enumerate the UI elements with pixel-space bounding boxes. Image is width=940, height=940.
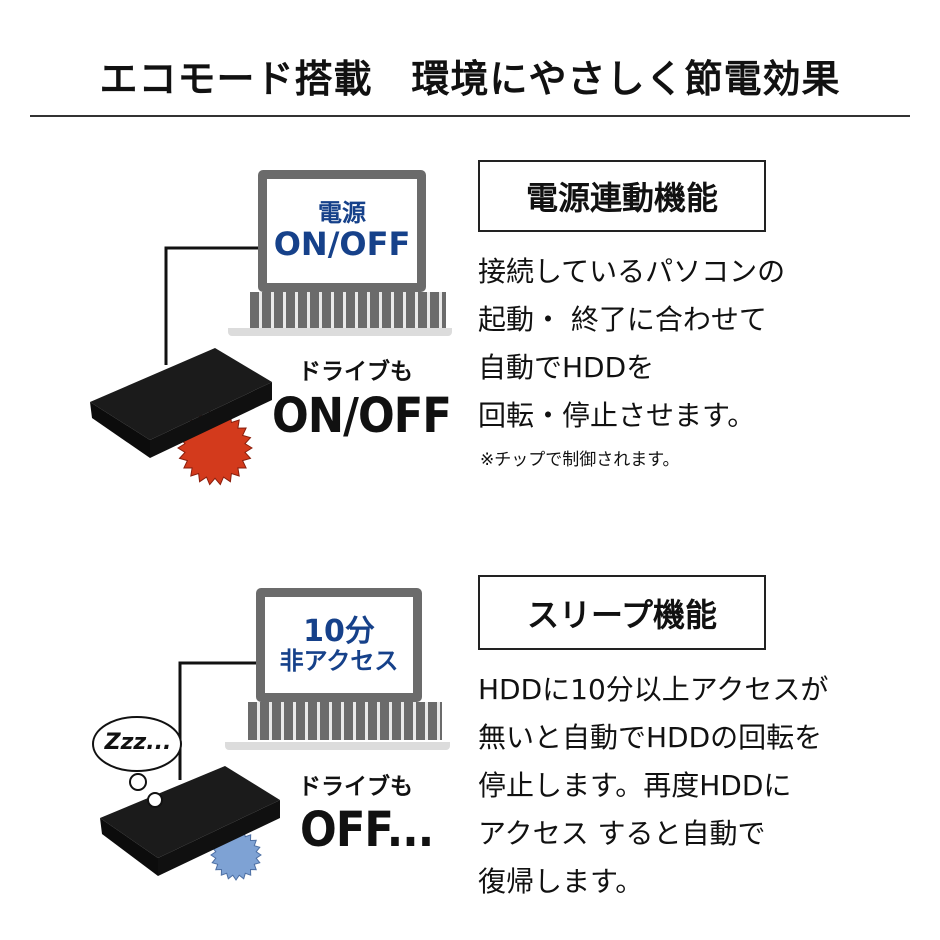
thought-bubble-dot (129, 773, 147, 791)
laptop-screen: 10分 非アクセス (256, 588, 422, 702)
usb-cable (178, 661, 258, 780)
drive-caption: ドライブも (298, 774, 413, 800)
thought-bubble-dot (147, 792, 163, 808)
description-line: HDDに10分以上アクセスが (478, 673, 829, 706)
screen-label: 10分 (303, 614, 375, 650)
laptop-keyboard (250, 292, 446, 328)
laptop-screen: 電源 ON/OFF (258, 170, 426, 292)
feature-description: HDDに10分以上アクセスが 無いと自動でHDDの回転を 停止します。再度HDD… (478, 666, 828, 906)
feature-title-sleep: スリープ機能 (478, 575, 766, 650)
drive-status: ON/OFF (272, 388, 452, 444)
description-line: 無いと自動でHDDの回転を (478, 721, 823, 754)
title-divider (30, 115, 910, 117)
feature-description: 接続しているパソコンの 起動・ 終了に合わせて 自動でHDDを 回転・停止させま… (478, 248, 785, 440)
laptop-base (228, 328, 452, 336)
footnote: ※チップで制御されます。 (480, 450, 680, 470)
description-line: 復帰します。 (478, 865, 644, 898)
description-line: 起動・ 終了に合わせて (478, 303, 767, 336)
screen-label: 電源 (318, 199, 366, 228)
hdd-drive-icon (90, 348, 272, 458)
usb-cable (164, 246, 262, 365)
description-line: 回転・停止させます。 (478, 399, 756, 432)
description-line: 停止します。再度HDDに (478, 769, 792, 802)
page-title: エコモード搭載 環境にやさしく節電効果 (99, 57, 841, 101)
bubble-text: Zzz... (104, 730, 172, 755)
drive-status: OFF... (300, 802, 434, 858)
description-line: 自動でHDDを (478, 351, 655, 384)
screen-status: 非アクセス (279, 647, 399, 676)
hdd-drive-icon (100, 766, 280, 876)
feature-title-power-link: 電源連動機能 (478, 160, 766, 232)
laptop-keyboard (248, 702, 442, 740)
drive-caption: ドライブも (298, 359, 413, 385)
thought-bubble (92, 716, 182, 772)
laptop-base (225, 742, 450, 750)
screen-status: ON/OFF (273, 224, 411, 263)
description-line: 接続しているパソコンの (478, 255, 786, 288)
description-line: アクセス すると自動で (478, 817, 766, 850)
